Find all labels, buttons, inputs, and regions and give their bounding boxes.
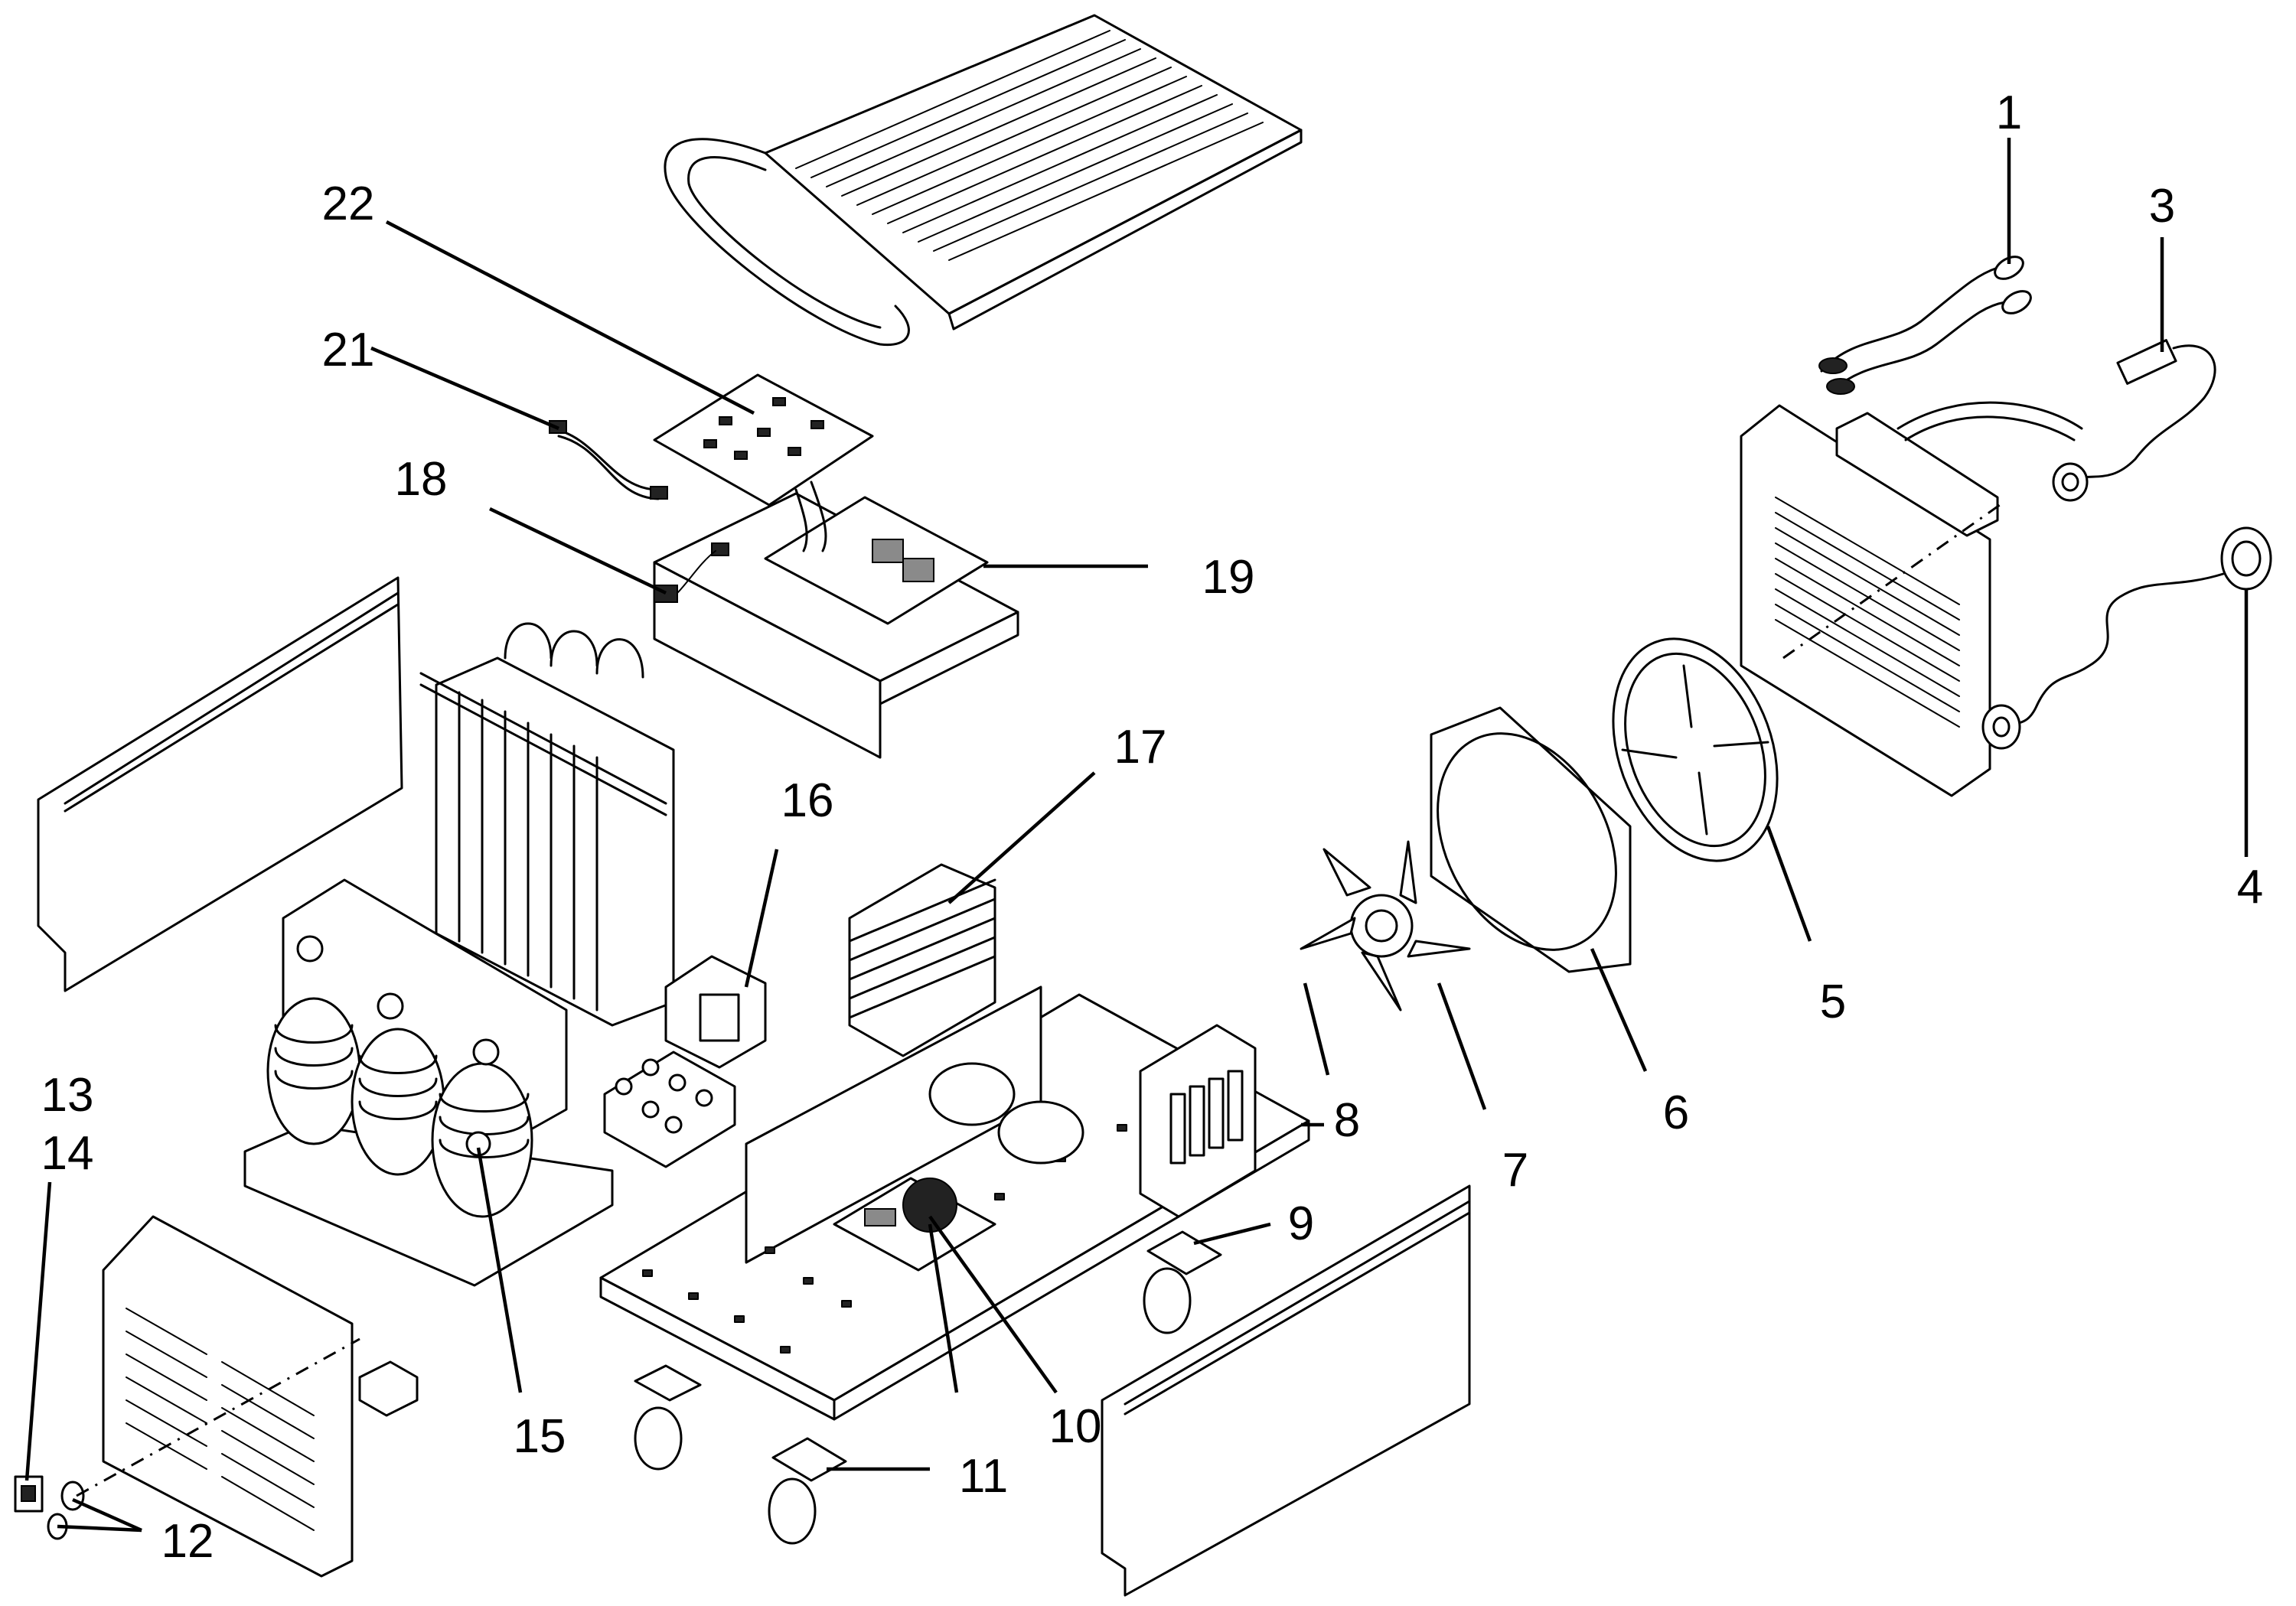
callout-5: 5 [1819, 976, 1847, 1028]
callout-22: 22 [321, 178, 375, 230]
callout-21: 21 [321, 324, 375, 376]
fan-7 [1300, 840, 1471, 1011]
front-panel [102, 1215, 419, 1578]
callout-16: 16 [781, 774, 834, 827]
ribbon-cable-21 [549, 420, 668, 500]
terminal-block [603, 1051, 736, 1168]
rectifier-module-17 [848, 863, 996, 1057]
pcb-19 [764, 480, 989, 625]
fan-ring-5 [1612, 637, 1779, 862]
right-side-panel [1101, 1184, 1471, 1597]
leader-lines [24, 138, 2249, 1533]
fan-shroud-6 [1430, 706, 1632, 973]
input-pcb-10 [833, 1177, 996, 1272]
front-knob-12 [47, 1337, 360, 1540]
cable-4 [1981, 526, 2272, 750]
callout-10: 10 [1049, 1400, 1102, 1453]
callout-9: 9 [1287, 1197, 1315, 1250]
cable-3 [2052, 339, 2216, 502]
capacitor-bank [1139, 1024, 1257, 1218]
left-side-panel [37, 576, 403, 992]
callout-1: 1 [1995, 86, 2023, 139]
callout-14: 14 [41, 1127, 94, 1180]
caster-11 [768, 1437, 847, 1545]
callout-3: 3 [2148, 180, 2176, 233]
callout-4: 4 [2236, 861, 2264, 914]
top-cover-grille [664, 14, 1303, 347]
heatsink-stack [419, 622, 675, 1027]
output-cables-1 [1818, 256, 2032, 395]
callout-13: 13 [41, 1069, 94, 1122]
callout-12: 12 [161, 1515, 214, 1568]
callout-8: 8 [1333, 1094, 1361, 1147]
inductor-pair [928, 1062, 1084, 1165]
caster-left [634, 1364, 702, 1471]
caster-9 [1143, 1230, 1222, 1334]
callout-17: 17 [1114, 721, 1167, 774]
callout-15: 15 [513, 1410, 566, 1463]
rear-panel [1740, 401, 2083, 797]
connector-18 [654, 542, 729, 603]
pcb-22 [653, 373, 874, 507]
callout-7: 7 [1502, 1144, 1529, 1197]
switch-13-14 [14, 1475, 44, 1513]
assembly-axis [1782, 500, 2006, 660]
callout-18: 18 [394, 453, 448, 506]
main-transformer [243, 878, 614, 1287]
callout-11: 11 [958, 1450, 1009, 1503]
callout-19: 19 [1202, 551, 1255, 604]
callout-6: 6 [1662, 1086, 1690, 1139]
control-transformer-16 [664, 955, 767, 1069]
